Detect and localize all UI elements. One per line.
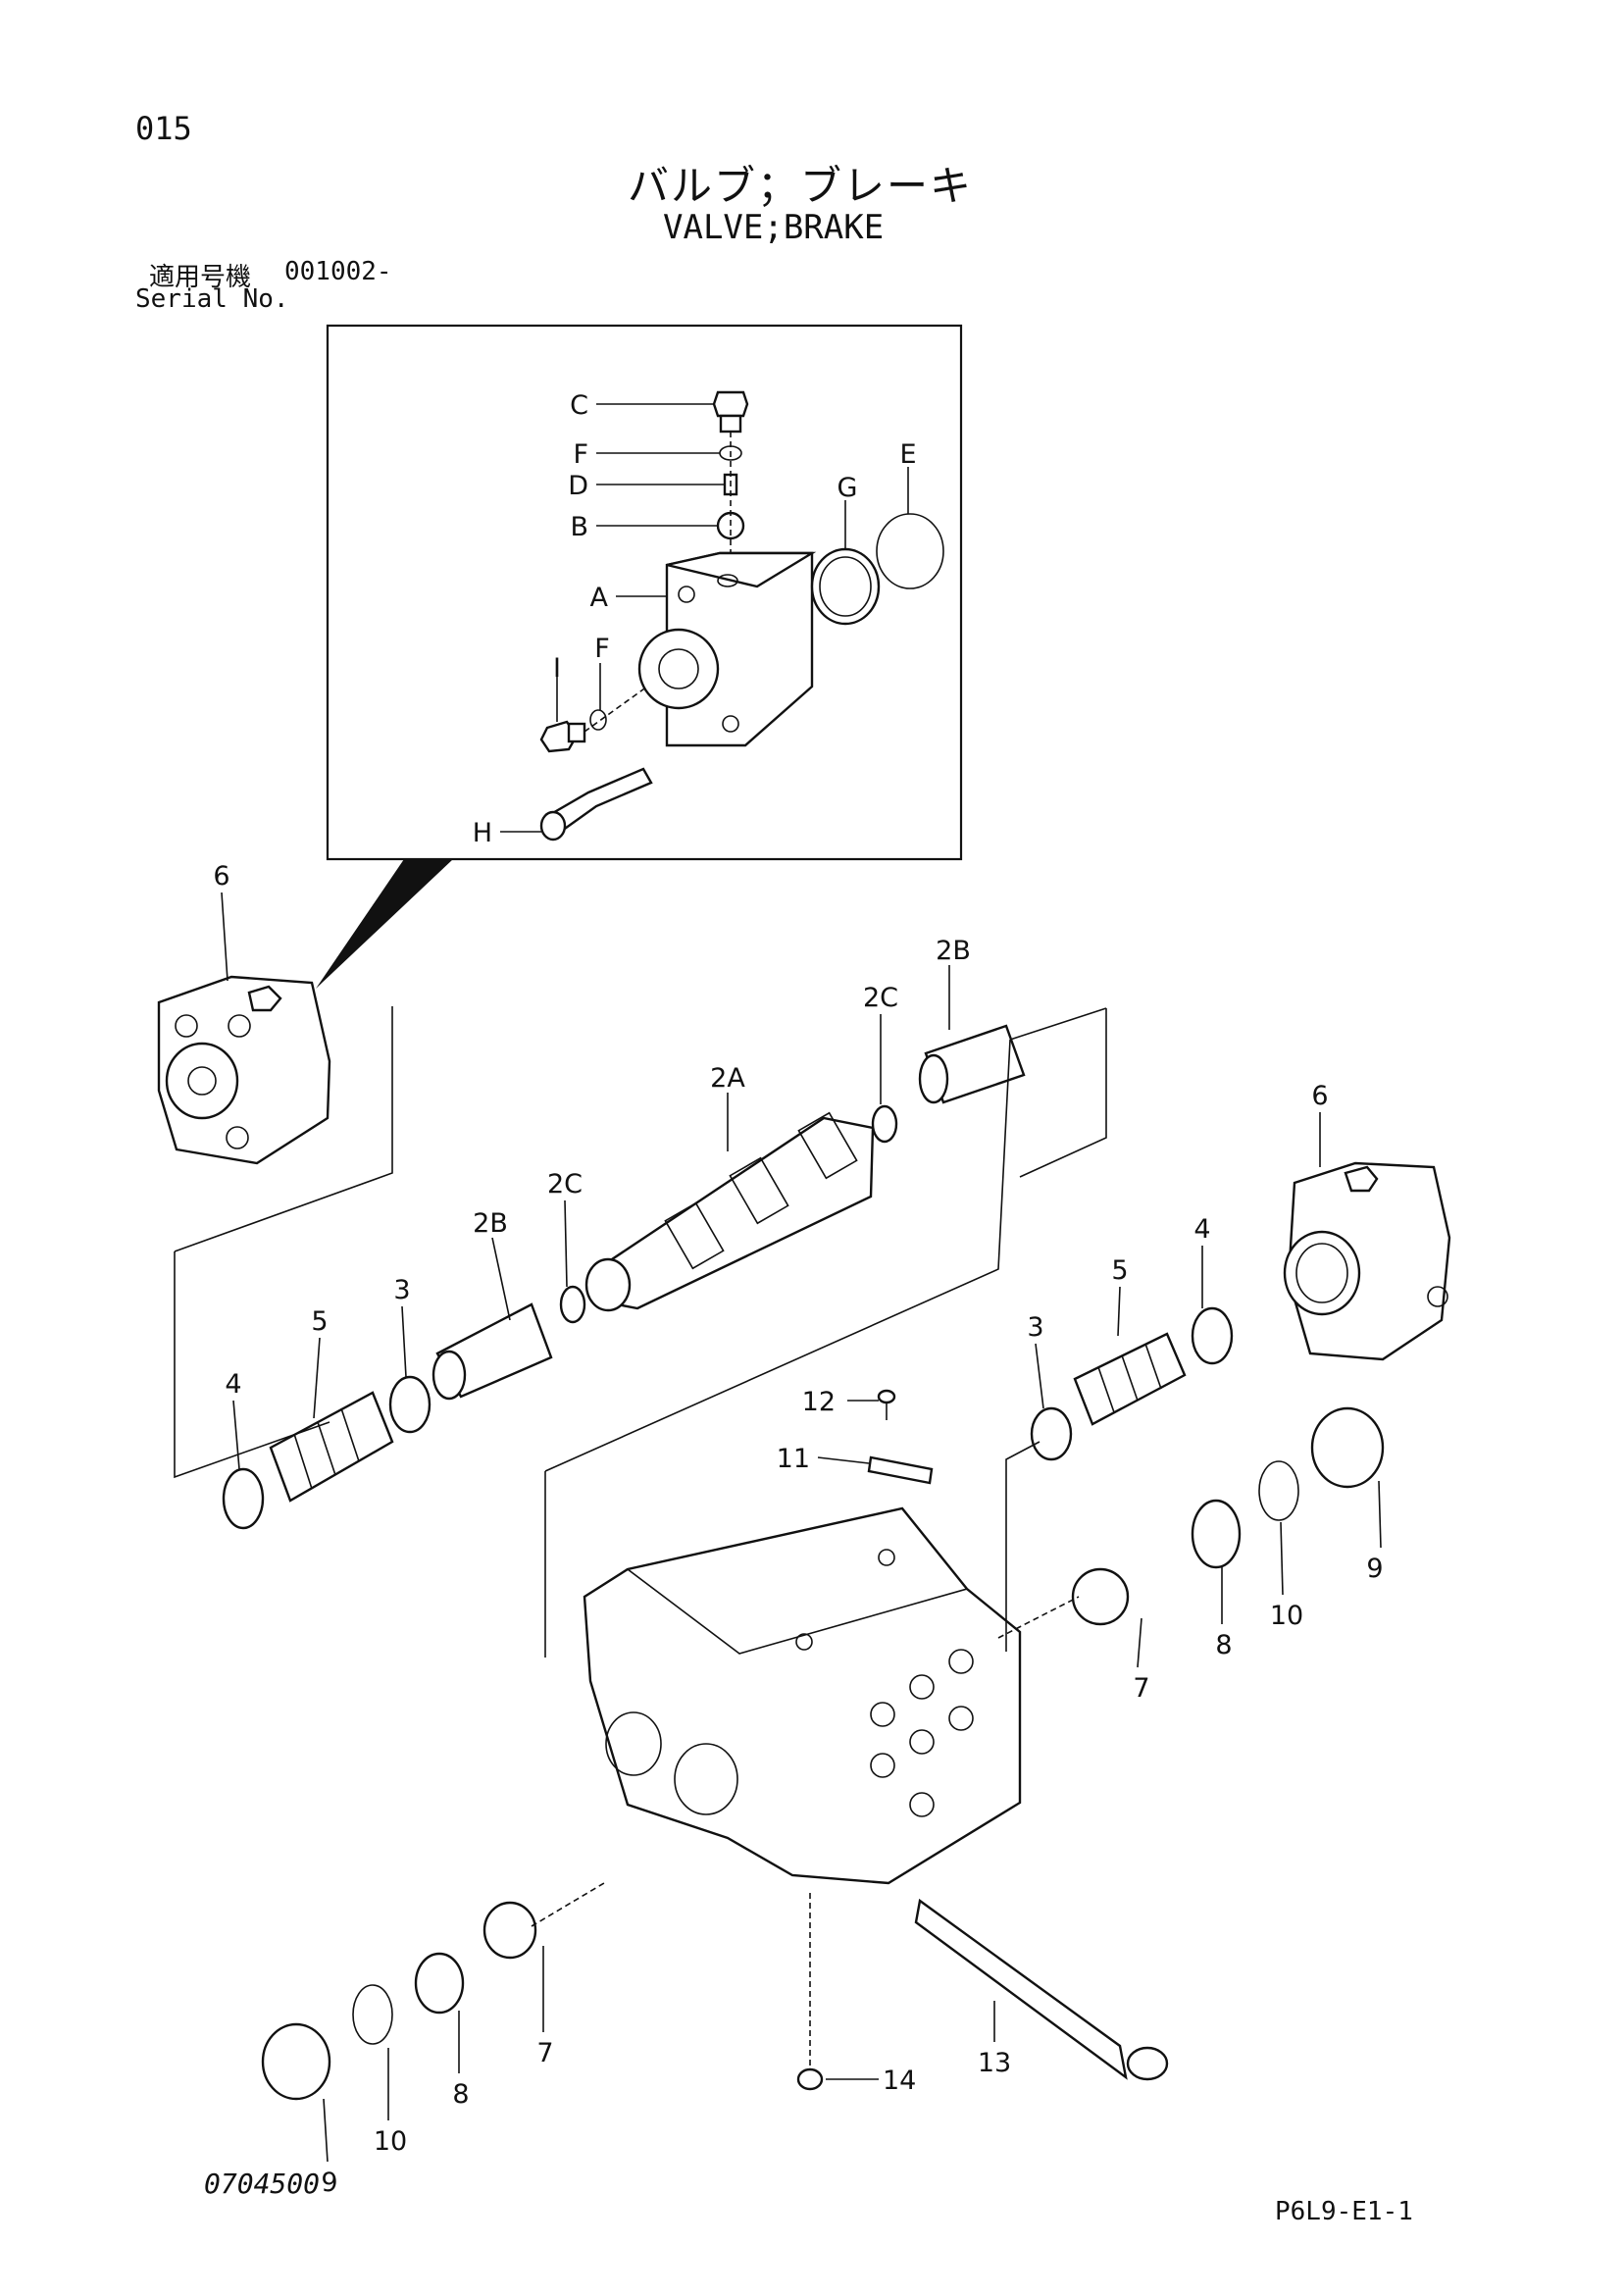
callout-2c-upper: 2C bbox=[863, 983, 898, 1013]
plug-9-lower bbox=[261, 2022, 331, 2101]
seat-4-right bbox=[1191, 1306, 1234, 1365]
screw-12 bbox=[877, 1389, 896, 1420]
page-number: 015 bbox=[135, 110, 192, 147]
inset-ring-g bbox=[810, 547, 881, 626]
callout-6-right: 6 bbox=[1311, 1081, 1328, 1111]
inset-ring-f-side bbox=[589, 709, 607, 731]
drawing-code: 0704500 bbox=[204, 2168, 321, 2200]
inset-plug-c bbox=[712, 390, 749, 434]
detail-pointer bbox=[316, 859, 453, 989]
cover-6-right bbox=[1283, 1161, 1451, 1361]
callout-7-lower: 7 bbox=[536, 2038, 553, 2068]
spring-5-left bbox=[269, 1391, 394, 1503]
callout-b: B bbox=[570, 512, 588, 542]
piston-7-right bbox=[1071, 1567, 1130, 1626]
callout-2c-lower: 2C bbox=[547, 1169, 583, 1199]
seat-4-left bbox=[222, 1467, 265, 1530]
seat-3-right bbox=[1030, 1406, 1073, 1461]
callout-2a: 2A bbox=[710, 1063, 745, 1094]
inset-bolt-h bbox=[539, 767, 653, 842]
serial-label-japanese: 適用号機 bbox=[149, 263, 252, 292]
seat-3-left bbox=[388, 1375, 431, 1434]
callout-f-top: F bbox=[573, 439, 588, 470]
inset-valve-body-a bbox=[637, 551, 817, 747]
callout-5-left: 5 bbox=[311, 1306, 328, 1337]
spring-8-right bbox=[1191, 1499, 1242, 1569]
plate-11 bbox=[867, 1455, 934, 1485]
callout-8-lower: 8 bbox=[452, 2079, 469, 2110]
callout-13: 13 bbox=[978, 2048, 1011, 2078]
callout-9-lower: 9 bbox=[321, 2168, 337, 2198]
callout-3-left: 3 bbox=[393, 1275, 410, 1305]
callout-i: I bbox=[553, 653, 561, 684]
inset-plug-i bbox=[539, 720, 586, 753]
callout-9-right: 9 bbox=[1366, 1554, 1383, 1584]
oring-10-lower bbox=[352, 1984, 393, 2045]
callout-5-right: 5 bbox=[1111, 1255, 1128, 1286]
callout-10-lower: 10 bbox=[374, 2126, 407, 2157]
title-english: VALVE;BRAKE bbox=[663, 208, 885, 247]
callout-11: 11 bbox=[777, 1444, 810, 1474]
callout-e: E bbox=[899, 439, 916, 470]
callout-c: C bbox=[570, 390, 588, 421]
callout-6-left: 6 bbox=[213, 861, 229, 892]
ring-2c-upper bbox=[871, 1104, 898, 1144]
inset-oring-e bbox=[876, 513, 944, 589]
serial-label-english: Serial No. bbox=[135, 284, 289, 314]
callout-7-right: 7 bbox=[1133, 1673, 1149, 1704]
bolt-13 bbox=[914, 1898, 1169, 2081]
title-japanese: バルブ；ブレーキ bbox=[628, 162, 974, 210]
callout-8-right: 8 bbox=[1215, 1630, 1232, 1660]
callout-d: D bbox=[568, 471, 588, 501]
callout-2b-upper: 2B bbox=[936, 936, 971, 966]
spool-2a bbox=[584, 1111, 875, 1312]
callout-h: H bbox=[473, 818, 492, 848]
oring-10-right bbox=[1258, 1460, 1299, 1521]
cover-6-left bbox=[157, 975, 331, 1165]
detail-inset-frame bbox=[326, 324, 963, 861]
callout-4-right: 4 bbox=[1193, 1214, 1210, 1245]
callout-f-side: F bbox=[594, 634, 610, 664]
callout-12: 12 bbox=[802, 1387, 836, 1417]
callout-4-left: 4 bbox=[225, 1369, 241, 1400]
valve-body bbox=[583, 1506, 1022, 1885]
callout-10-right: 10 bbox=[1270, 1601, 1303, 1631]
callout-3-right: 3 bbox=[1027, 1312, 1043, 1343]
piston-7-lower bbox=[482, 1901, 537, 1960]
serial-code: 001002- bbox=[284, 257, 392, 286]
sleeve-2b-upper bbox=[918, 1024, 1026, 1104]
plug-9-right bbox=[1310, 1406, 1385, 1489]
sleeve-2b-lower bbox=[431, 1302, 553, 1401]
callout-2b-lower: 2B bbox=[473, 1208, 508, 1239]
ring-2c-lower bbox=[559, 1285, 586, 1324]
sheet-code: P6L9-E1-1 bbox=[1275, 2197, 1413, 2226]
plug-14 bbox=[796, 2067, 824, 2091]
callout-g: G bbox=[837, 473, 858, 503]
callout-a: A bbox=[590, 583, 609, 613]
spring-8-lower bbox=[414, 1952, 465, 2015]
callout-14: 14 bbox=[883, 2066, 916, 2096]
spring-5-right bbox=[1073, 1332, 1187, 1426]
